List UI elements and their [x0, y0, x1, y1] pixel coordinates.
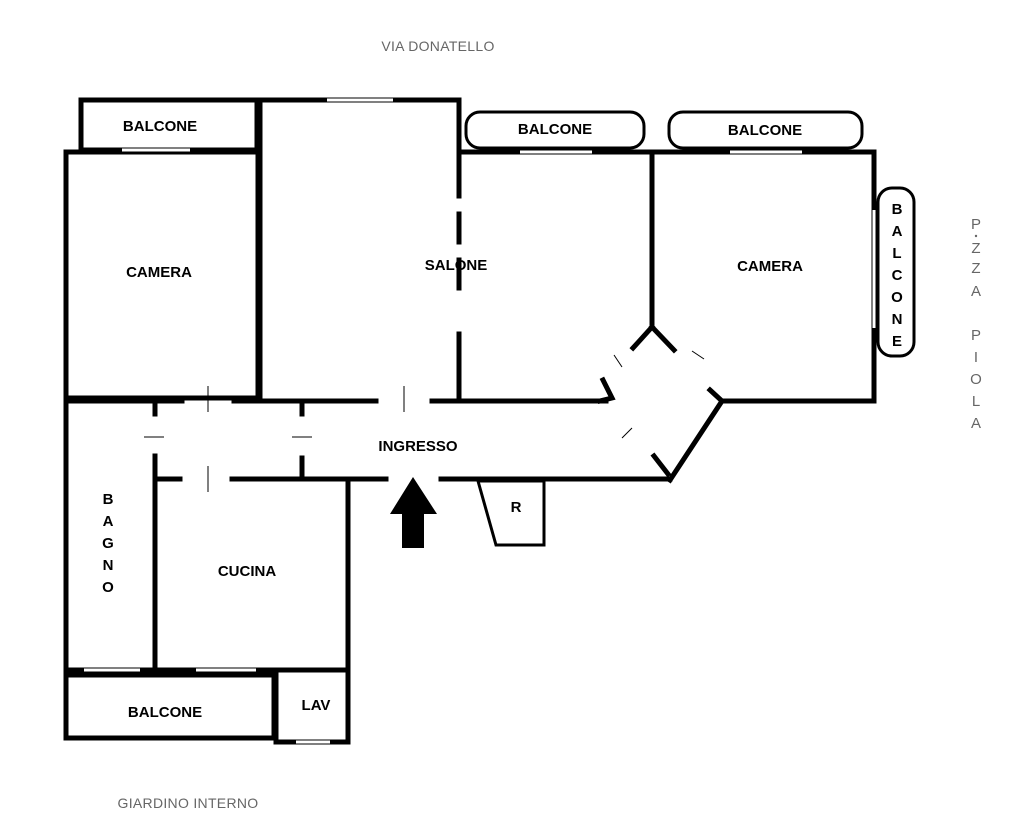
door-mark	[621, 427, 633, 439]
street-right-letter: O	[970, 371, 982, 388]
street-right-letter: L	[972, 393, 980, 410]
street-right-letter: Z	[971, 260, 980, 277]
room-label-camera-left: CAMERA	[126, 264, 192, 281]
bagno-letter: O	[102, 579, 114, 596]
room-label-salone: SALONE	[425, 257, 488, 274]
entrance-arrow-icon	[390, 477, 437, 548]
bagno-letter: A	[103, 513, 114, 530]
room-label-balcone-right: B A L C O N E	[891, 201, 903, 350]
street-right-dot	[974, 234, 978, 238]
room-label-ripostiglio: R	[511, 499, 522, 516]
street-right-letter: P	[971, 327, 981, 344]
balcone-right-letter: E	[892, 333, 902, 350]
street-right-letter: I	[974, 349, 978, 366]
street-top-label: VIA DONATELLO	[381, 38, 494, 54]
hall-diagonal-left	[596, 376, 616, 405]
hall-diagonal-upper-right	[648, 323, 678, 354]
room-label-balcone-bottom: BALCONE	[128, 704, 202, 721]
balcony-top-right-outline	[667, 110, 864, 150]
hall-diagonal-upper-left	[629, 323, 656, 352]
room-label-balcone-top-mid: BALCONE	[518, 121, 592, 138]
street-right-letter: Z	[971, 240, 980, 257]
balcony-top-mid-outline	[464, 110, 646, 150]
room-label-balcone-top-left: BALCONE	[123, 118, 197, 135]
salone-walls	[257, 97, 462, 401]
door-marks	[144, 350, 705, 492]
street-right-letter: A	[971, 415, 981, 432]
street-right-letter: A	[971, 283, 981, 300]
hall-bottom-right-door	[650, 452, 672, 478]
balcone-right-letter: C	[892, 267, 903, 284]
balcony-bottom-outline	[63, 672, 277, 741]
top-right-wall	[456, 149, 877, 404]
walls	[63, 97, 877, 745]
street-bottom-label: GIARDINO INTERNO	[118, 795, 259, 811]
bagno-letter: N	[103, 557, 114, 574]
balcone-right-letter: B	[892, 201, 903, 218]
hall-right-wall	[666, 386, 726, 484]
street-right-letter: P	[971, 216, 981, 233]
balcone-right-letter: O	[891, 289, 903, 306]
room-label-balcone-top-right: BALCONE	[728, 122, 802, 139]
balcone-right-letter: N	[892, 311, 903, 328]
ripostiglio-outline	[476, 479, 546, 547]
door-mark	[691, 350, 705, 360]
room-label-lav: LAV	[302, 697, 331, 714]
room-label-cucina: CUCINA	[218, 563, 276, 580]
bagno-letter: G	[102, 535, 114, 552]
room-label-camera-right: CAMERA	[737, 258, 803, 275]
room-label-ingresso: INGRESSO	[378, 438, 458, 455]
balcony-right-outline	[876, 186, 916, 358]
door-mark	[613, 354, 623, 368]
balcone-right-letter: A	[892, 223, 903, 240]
room-label-bagno: B A G N O	[102, 491, 114, 596]
windows	[84, 98, 876, 744]
street-right-label: P Z Z A P I O L A	[970, 216, 982, 432]
balcone-right-letter: L	[892, 245, 901, 262]
bagno-letter: B	[103, 491, 114, 508]
